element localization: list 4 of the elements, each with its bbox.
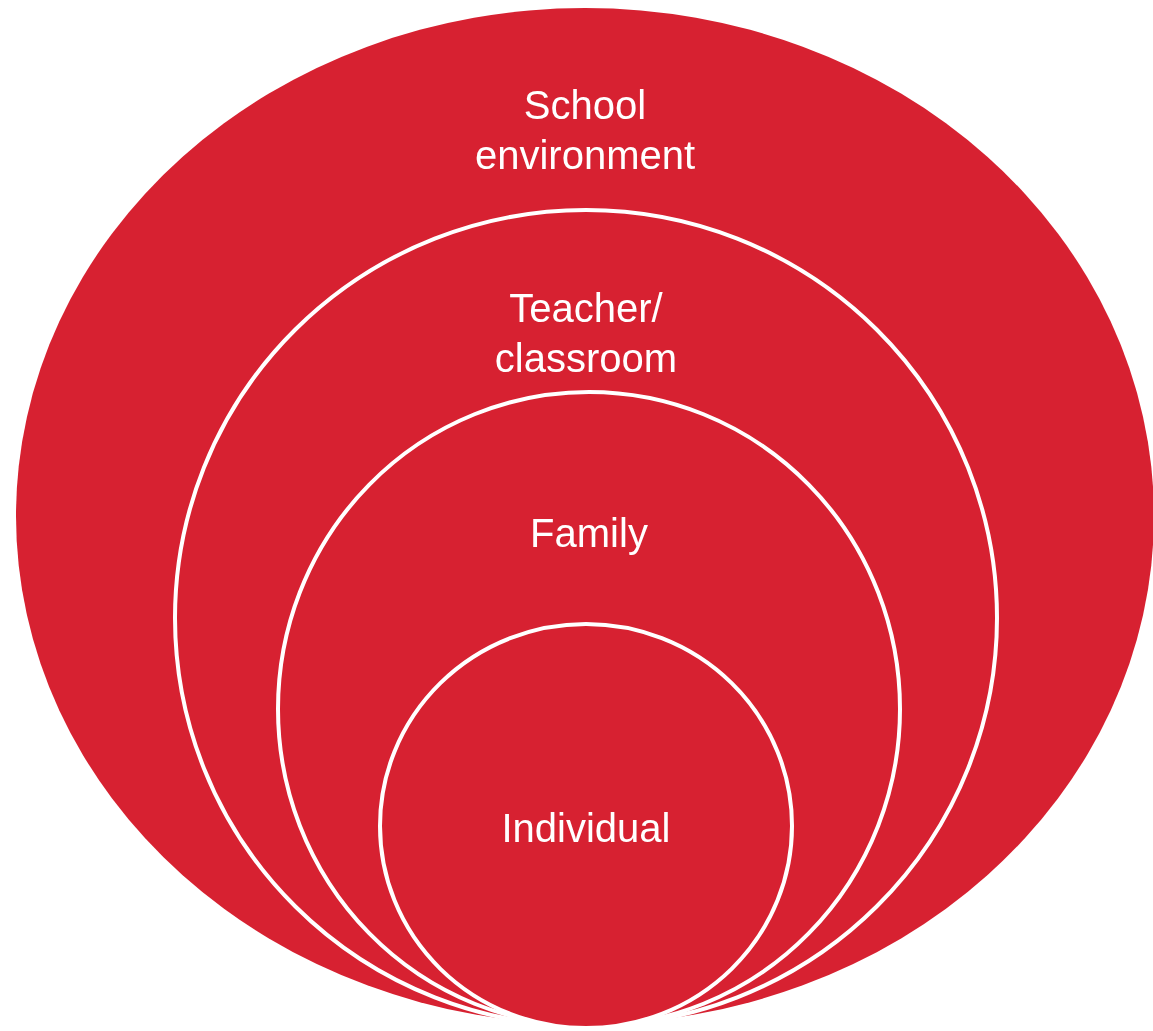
- level-label: Teacher/ classroom: [493, 285, 679, 382]
- level-label: Individual: [500, 805, 672, 852]
- level-label: School environment: [473, 82, 697, 179]
- level-label: Family: [529, 510, 649, 557]
